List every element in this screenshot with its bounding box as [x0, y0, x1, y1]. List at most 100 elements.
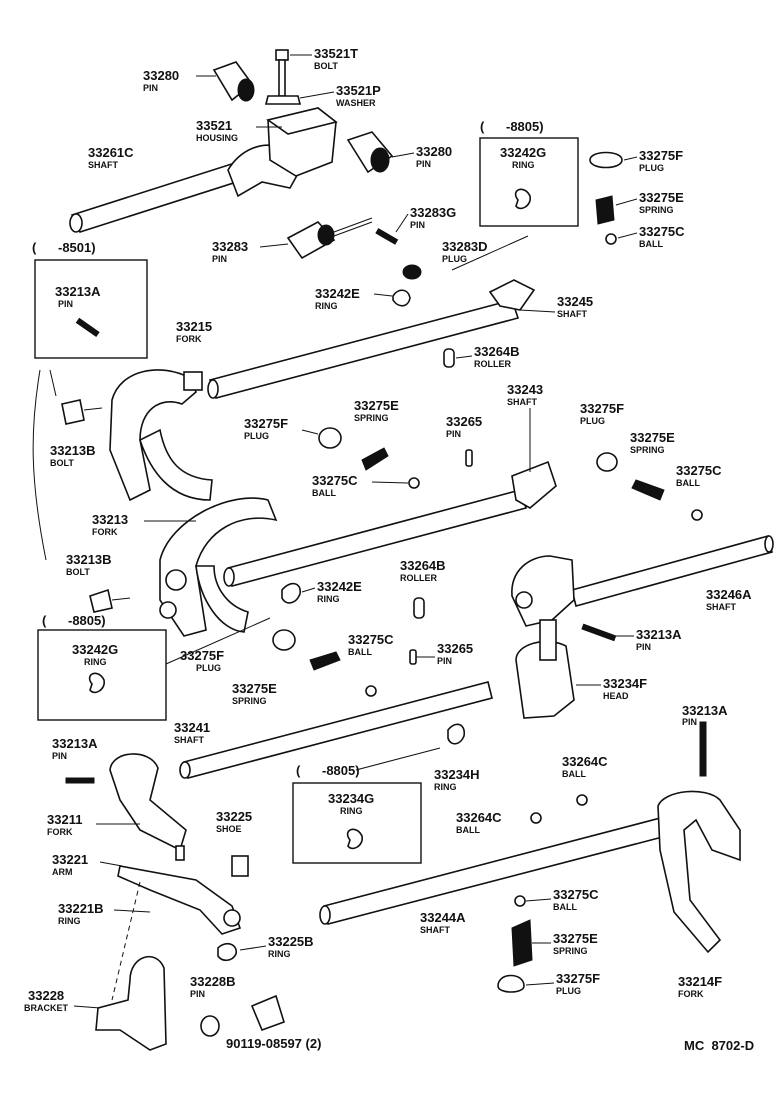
- svg-text:33275E: 33275E: [630, 430, 675, 445]
- svg-text:33275E: 33275E: [553, 931, 598, 946]
- svg-text:33275F: 33275F: [180, 648, 224, 663]
- svg-text:33243: 33243: [507, 382, 543, 397]
- svg-text:BOLT: BOLT: [314, 61, 338, 71]
- svg-text:33225B: 33225B: [268, 934, 314, 949]
- svg-text:SHAFT: SHAFT: [706, 602, 736, 612]
- svg-text:WASHER: WASHER: [336, 98, 376, 108]
- svg-text:PIN: PIN: [58, 299, 73, 309]
- shaft-33241: [179, 681, 493, 779]
- svg-text:RING: RING: [315, 301, 338, 311]
- svg-text:PIN: PIN: [416, 159, 431, 169]
- bolt-33213b: [61, 399, 131, 613]
- housing-assembly: [69, 49, 399, 260]
- fork-33214f: [657, 721, 741, 954]
- svg-text:FORK: FORK: [47, 827, 73, 837]
- svg-text:BALL: BALL: [456, 825, 480, 835]
- inset-boxes: [32, 137, 579, 1001]
- svg-text:33213B: 33213B: [50, 443, 96, 458]
- detent-parts-top-right: [589, 151, 623, 245]
- svg-text:RING: RING: [268, 949, 291, 959]
- fork-33213: [159, 497, 278, 637]
- svg-text:33283D: 33283D: [442, 239, 488, 254]
- svg-text:PIN: PIN: [52, 751, 67, 761]
- svg-text:33275E: 33275E: [354, 398, 399, 413]
- svg-text:PIN: PIN: [190, 989, 205, 999]
- svg-text:PIN: PIN: [143, 83, 158, 93]
- svg-text:33521T: 33521T: [314, 46, 358, 61]
- svg-text:33234G: 33234G: [328, 791, 374, 806]
- svg-text:PLUG: PLUG: [580, 416, 605, 426]
- inset-arrow-3: [165, 617, 271, 665]
- svg-text:33275C: 33275C: [639, 224, 685, 239]
- svg-text:33265: 33265: [437, 641, 473, 656]
- inset-arrow-5: [451, 235, 529, 271]
- svg-text:33275E: 33275E: [639, 190, 684, 205]
- svg-text:BALL: BALL: [676, 478, 700, 488]
- svg-text:33280: 33280: [416, 144, 452, 159]
- svg-text:33213B: 33213B: [66, 552, 112, 567]
- svg-text:RING: RING: [340, 806, 363, 816]
- svg-text:SHAFT: SHAFT: [174, 735, 204, 745]
- svg-text:33275C: 33275C: [676, 463, 722, 478]
- svg-text:BOLT: BOLT: [66, 567, 90, 577]
- fork-33211: [65, 753, 187, 861]
- svg-text:FORK: FORK: [176, 334, 202, 344]
- svg-text:33242E: 33242E: [317, 579, 362, 594]
- svg-text:BALL: BALL: [348, 647, 372, 657]
- detent-parts-bottom: [497, 794, 588, 993]
- svg-text:PIN: PIN: [437, 656, 452, 666]
- shaft-33246a: [571, 535, 774, 607]
- svg-text:33214F: 33214F: [678, 974, 722, 989]
- svg-text:33264B: 33264B: [474, 344, 520, 359]
- svg-text:PIN: PIN: [682, 717, 697, 727]
- svg-text:SHOE: SHOE: [216, 824, 242, 834]
- svg-text:33221: 33221: [52, 852, 88, 867]
- svg-text:33521P: 33521P: [336, 83, 381, 98]
- svg-text:( -8805): ( -8805): [480, 119, 544, 134]
- detent-parts-lower: [272, 582, 425, 697]
- svg-text:33265: 33265: [446, 414, 482, 429]
- svg-text:RING: RING: [317, 594, 340, 604]
- svg-text:HOUSING: HOUSING: [196, 133, 238, 143]
- svg-text:33245: 33245: [557, 294, 593, 309]
- svg-text:33275F: 33275F: [580, 401, 624, 416]
- footer-code: MC 8702-D: [684, 1038, 754, 1053]
- svg-text:BOLT: BOLT: [50, 458, 74, 468]
- svg-text:33244A: 33244A: [420, 910, 466, 925]
- svg-text:33283: 33283: [212, 239, 248, 254]
- svg-text:33242G: 33242G: [72, 642, 118, 657]
- svg-text:33213A: 33213A: [55, 284, 101, 299]
- svg-text:BRACKET: BRACKET: [24, 1003, 69, 1013]
